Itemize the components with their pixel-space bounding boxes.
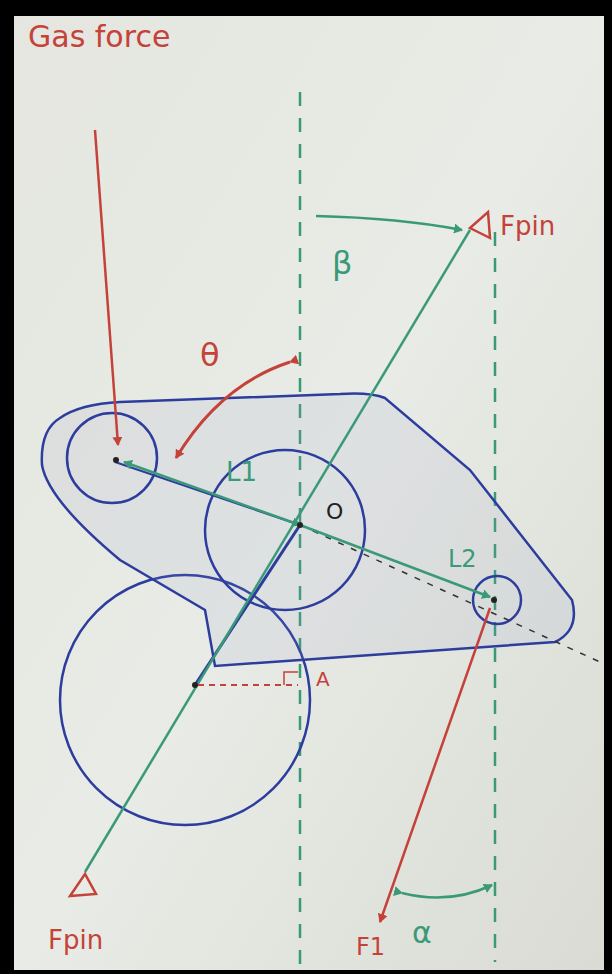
force-name: Fpin xyxy=(500,212,555,241)
angle-arc xyxy=(316,216,462,230)
point-name: O xyxy=(326,500,343,524)
force-name: Fpin xyxy=(48,926,103,955)
angle-symbol: β xyxy=(332,246,352,281)
pin-circle xyxy=(67,413,157,503)
dimension-arrow xyxy=(124,462,300,525)
force-name: F1 xyxy=(356,934,385,960)
angle-arc xyxy=(402,885,492,898)
dimension-name: L2 xyxy=(448,546,477,572)
dimension-arrow xyxy=(300,525,490,597)
point-name: A xyxy=(316,668,330,690)
lever-plate xyxy=(42,394,574,667)
pivot-circle xyxy=(205,450,365,610)
pivot-dot xyxy=(192,682,198,688)
pivot-dot xyxy=(113,457,119,463)
perpendicular-line xyxy=(198,684,298,686)
pivot-dot xyxy=(491,597,497,603)
force-triangle xyxy=(70,874,96,896)
angle-arc xyxy=(176,362,290,458)
pin-circle xyxy=(473,576,521,624)
force-triangle xyxy=(470,212,490,238)
force-line xyxy=(85,230,470,872)
link-line xyxy=(115,462,300,525)
force-arrow xyxy=(95,130,118,445)
right-angle-mark xyxy=(284,672,298,685)
extension-line xyxy=(300,525,600,662)
whiteboard xyxy=(14,16,604,970)
force-arrow xyxy=(380,608,490,922)
angle-symbol: α xyxy=(412,916,432,949)
dimension-name: L1 xyxy=(226,458,257,487)
pivot-dot xyxy=(297,522,303,528)
force-name: Gas force xyxy=(28,20,170,53)
angle-symbol: θ xyxy=(200,338,220,373)
